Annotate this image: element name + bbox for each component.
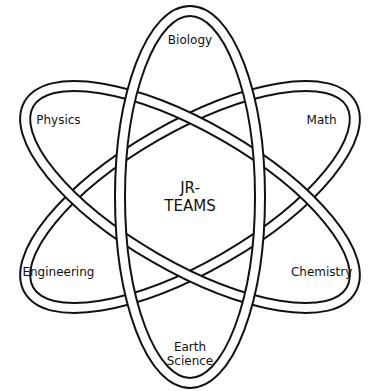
- center-title: JR- TEAMS: [157, 179, 223, 215]
- subject-label: Engineering: [22, 266, 94, 280]
- subject-label: Chemistry: [291, 266, 352, 280]
- subject-label: Biology: [168, 34, 212, 48]
- subject-label: Earth Science: [159, 341, 221, 369]
- subject-label: Math: [307, 114, 337, 128]
- center-hexagon: JR- TEAMS: [131, 138, 249, 256]
- subject-label: Physics: [36, 114, 80, 128]
